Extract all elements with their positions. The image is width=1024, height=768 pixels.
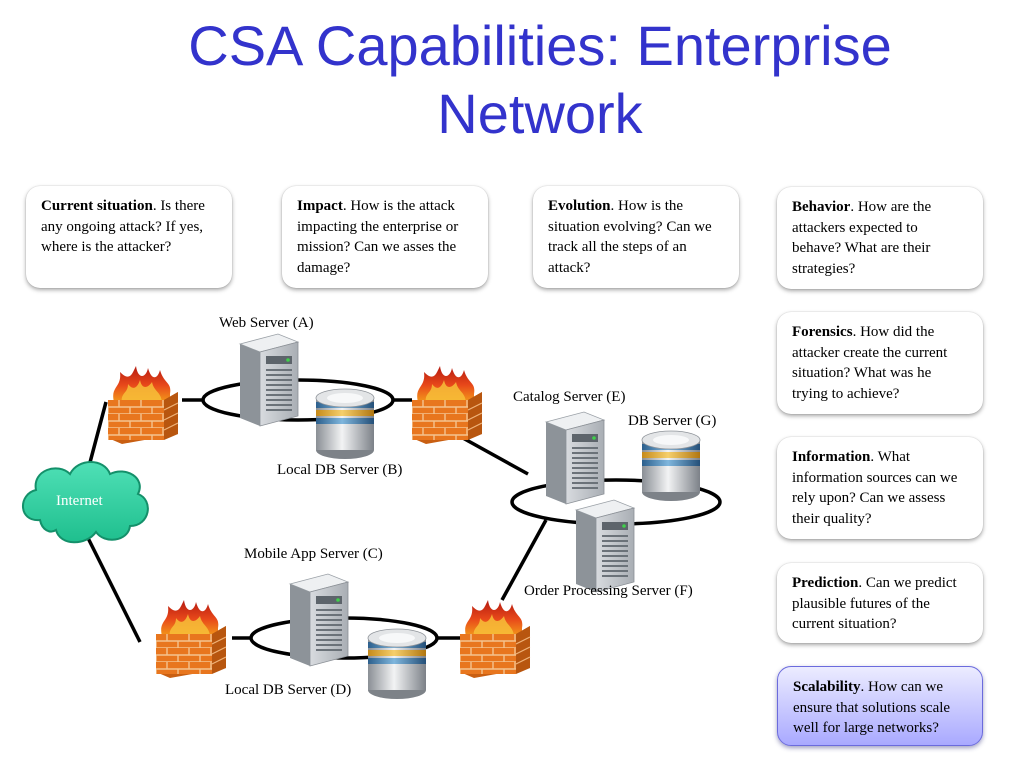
card-term: Impact	[297, 198, 343, 214]
firewall-icon	[411, 365, 483, 445]
server-tower-icon	[289, 573, 349, 667]
local-db-d-label: Local DB Server (D)	[225, 682, 352, 698]
card-forensics: Forensics. How did the attacker create t…	[777, 312, 983, 414]
db-server-g-label: DB Server (G)	[628, 413, 717, 429]
server-tower-icon	[575, 499, 635, 593]
database-icon	[367, 628, 427, 700]
internet-label: Internet	[56, 493, 103, 509]
order-server-label: Order Processing Server (F)	[524, 583, 693, 599]
catalog-server-label: Catalog Server (E)	[513, 389, 626, 405]
card-text: . Can we predict plausible futures of th…	[792, 575, 957, 632]
link-internet-fw3	[86, 537, 142, 643]
link-internet-fw1	[86, 401, 108, 471]
card-text: . What information sources can we rely u…	[792, 449, 958, 527]
mobile-server-label: Mobile App Server (C)	[244, 546, 383, 562]
card-term: Evolution	[548, 198, 611, 214]
database-icon	[315, 388, 375, 460]
card-text: . How are the attackers expected to beha…	[792, 199, 932, 277]
firewall-icon	[459, 599, 531, 679]
card-text: . How did the attacker create the curren…	[792, 324, 948, 402]
card-information: Information. What information sources ca…	[777, 437, 983, 539]
card-text: . How is the attack impacting the enterp…	[297, 198, 459, 276]
card-text: . Is there any ongoing attack? If yes, w…	[41, 198, 205, 255]
server-tower-icon	[545, 411, 605, 505]
card-term: Prediction	[792, 575, 859, 591]
database-icon	[641, 430, 701, 502]
card-prediction: Prediction. Can we predict plausible fut…	[777, 563, 983, 643]
slide-title: CSA Capabilities: Enterprise Network	[188, 14, 892, 145]
card-current-situation: Current situation. Is there any ongoing …	[26, 186, 232, 288]
web-server-label: Web Server (A)	[219, 315, 314, 331]
network-links	[86, 398, 548, 643]
card-behavior: Behavior. How are the attackers expected…	[777, 187, 983, 289]
firewall-icon	[107, 365, 179, 445]
server-tower-icon	[239, 333, 299, 427]
link-fw4-ring-e	[500, 519, 548, 601]
local-db-b-label: Local DB Server (B)	[277, 462, 403, 478]
card-term: Current situation	[41, 198, 153, 214]
card-text: . How is the situation evolving? Can we …	[548, 198, 712, 276]
card-evolution: Evolution. How is the situation evolving…	[533, 186, 739, 288]
card-term: Scalability	[793, 679, 861, 695]
card-term: Behavior	[792, 199, 851, 215]
card-scalability: Scalability. How can we ensure that solu…	[777, 666, 983, 746]
card-term: Forensics	[792, 324, 853, 340]
cloud-icon	[22, 461, 149, 544]
firewall-icon	[155, 599, 227, 679]
card-term: Information	[792, 449, 871, 465]
card-text: . How can we ensure that solutions scale…	[793, 679, 951, 736]
card-impact: Impact. How is the attack impacting the …	[282, 186, 488, 288]
